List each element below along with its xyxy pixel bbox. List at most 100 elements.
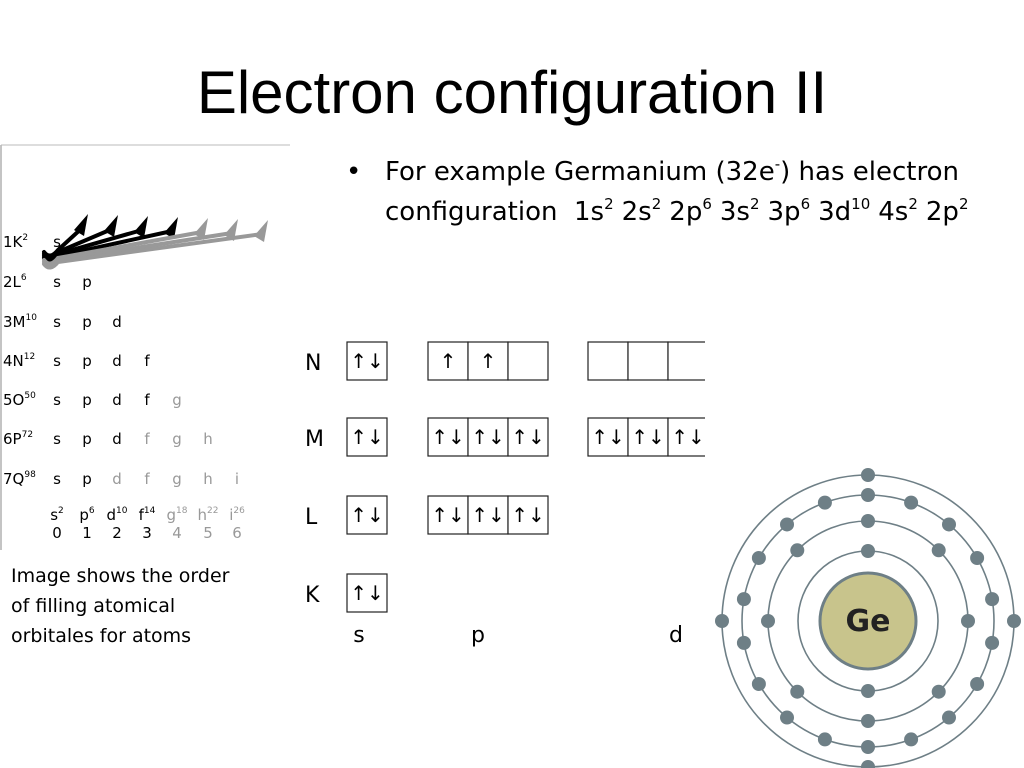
electron-arrows: ↑↓ [431,425,465,449]
subshell-letter: s [53,430,61,448]
subshell-letter: p [82,430,92,448]
electron [737,592,751,606]
electron [861,684,875,698]
electron-arrows: ↑↓ [471,503,505,527]
electron [861,514,875,528]
subshell-column-label: d [669,623,683,648]
shell-label: N [305,351,321,376]
azimuthal-number: 1 [82,524,92,542]
electron [737,636,751,650]
bullet-text: • For example Germanium (32e-) has elect… [340,152,1020,232]
electron-arrows: ↑↓ [350,425,384,449]
electron [861,760,875,768]
electron [970,551,984,565]
electron [932,685,946,699]
azimuthal-number: 2 [112,524,122,542]
config-term: 4s2 [878,197,918,227]
electron [985,592,999,606]
orbital-box [508,342,548,380]
azimuthal-number: 6 [232,524,242,542]
electron-arrows: ↑↓ [631,425,665,449]
electron-arrows: ↑↓ [511,425,545,449]
orbital-box [668,342,705,380]
shell-label: 4N12 [3,352,35,370]
shell-label: 3M10 [3,313,37,331]
subshell-letter: g [172,470,182,488]
electron [818,496,832,510]
electron-arrows: ↑↓ [471,425,505,449]
azimuthal-number: 0 [52,524,62,542]
subshell-capacity: h22 [198,506,219,524]
electron [904,732,918,746]
bullet-dot: • [346,152,361,192]
caption-line: orbitales for atoms [11,621,271,651]
subshell-letter: f [144,470,150,488]
shell-label: K [305,583,320,608]
config-term: 3p6 [768,197,811,227]
subshell-letter: p [82,470,92,488]
element-symbol: Ge [846,604,891,639]
electron [818,732,832,746]
config-term: 2p6 [669,197,712,227]
electron-arrows: ↑↓ [350,349,384,373]
electron [715,614,729,628]
electron [761,614,775,628]
electron [861,468,875,482]
electron [861,488,875,502]
subshell-letter: g [172,391,182,409]
subshell-letter: s [53,273,61,291]
subshell-capacity: s2 [50,506,64,524]
subshell-letter: g [172,430,182,448]
electron-arrows: ↑↓ [350,503,384,527]
subshell-capacity: i26 [229,506,245,524]
subshell-letter: s [53,313,61,331]
subshell-letter: d [112,430,122,448]
subshell-letter: s [53,470,61,488]
config-term: 3s2 [720,197,760,227]
electron [752,551,766,565]
caption-line: Image shows the order [11,561,271,591]
config-term: 2s2 [622,197,662,227]
caption-line: of filling atomical [11,591,271,621]
subshell-capacity: f14 [139,506,156,524]
electron [904,496,918,510]
subshell-letter: f [144,352,150,370]
subshell-capacity: g18 [167,506,188,524]
shell-label: 2L6 [3,273,27,291]
electron [780,711,794,725]
electron-arrows: ↑ [440,349,457,373]
electron [1007,614,1021,628]
electron [961,614,975,628]
azimuthal-number: 4 [172,524,182,542]
config-term: 3d10 [818,197,870,227]
germanium-bohr-model: Ge [712,465,1024,768]
shell-label: 5O50 [3,391,36,409]
electron-arrows: ↑↓ [511,503,545,527]
config-term: 1s2 [574,197,614,227]
electron-arrows: ↑↓ [591,425,625,449]
subshell-letter: p [82,273,92,291]
electron [942,517,956,531]
electron [861,544,875,558]
subshell-capacity: p6 [79,506,95,524]
electron-arrows: ↑↓ [671,425,705,449]
subshell-letter: p [82,313,92,331]
electron [861,714,875,728]
orbital-box-diagram: N↑↓↑↑M↑↓↑↓↑↓↑↓↑↓↑↓↑↓↑↓↑↓L↑↓↑↓↑↓↑↓K↑↓spd [295,330,705,660]
subshell-letter: h [203,470,213,488]
subshell-capacity: d10 [107,506,128,524]
subshell-letter: h [203,430,213,448]
subshell-letter: s [53,391,61,409]
electron-arrows: ↑↓ [431,503,465,527]
subshell-letter: d [112,352,122,370]
subshell-column-label: s [353,623,364,648]
subshell-letter: d [112,391,122,409]
orbital-box [588,342,628,380]
electron [790,685,804,699]
electron [942,711,956,725]
electron-arrows: ↑ [480,349,497,373]
azimuthal-number: 5 [203,524,213,542]
azimuthal-number: 3 [142,524,152,542]
